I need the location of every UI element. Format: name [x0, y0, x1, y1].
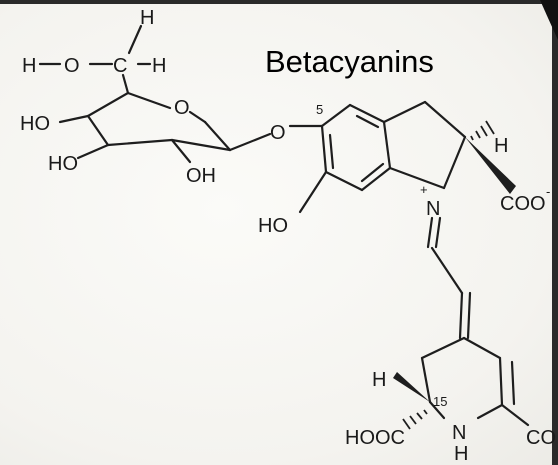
phenol-ho-label: HO — [258, 215, 288, 237]
glucose-h-top-label: H — [140, 7, 154, 29]
glucose-oh-label: OH — [186, 165, 216, 187]
stereo-h-label: H — [494, 135, 508, 157]
nitrogen-charge-label: + — [420, 182, 428, 197]
position-5-label: 5 — [316, 102, 323, 117]
glucose-c-label: C — [113, 55, 127, 77]
glucose-h-right-label: H — [152, 55, 166, 77]
glucose-o-hydroxyl-label: O — [64, 55, 80, 77]
stereo-hash-wedge — [470, 120, 495, 141]
ring-n-label: N — [452, 422, 466, 444]
position-15-label: 15 — [433, 394, 447, 409]
ring-nh-h-label: H — [454, 443, 468, 465]
dihydropyridine-bonds — [420, 336, 530, 427]
indoline-bonds — [298, 100, 467, 214]
c15-bold-wedge — [393, 372, 430, 402]
glucose-ho-2-label: HO — [48, 153, 78, 175]
carboxylate-charge-label: - — [546, 184, 550, 199]
hooc-label: HOOC — [345, 427, 405, 449]
glucose-bonds — [38, 24, 324, 164]
stereo-bold-wedge — [465, 137, 516, 194]
glucose-ring-o-label: O — [174, 97, 190, 119]
linker-bonds — [426, 216, 472, 340]
nitrogen-label: N — [426, 198, 440, 220]
glucose-ho-1-label: HO — [20, 113, 50, 135]
figure-title: Betacyanins — [265, 44, 434, 79]
carboxylate-label: COO — [500, 193, 546, 215]
c15-hash-wedge — [402, 409, 428, 430]
coo-partial-label: CO — [526, 427, 556, 449]
glycosidic-o-label: O — [270, 122, 286, 144]
glucose-h-left-label: H — [22, 55, 36, 77]
c15-h-label: H — [372, 369, 386, 391]
